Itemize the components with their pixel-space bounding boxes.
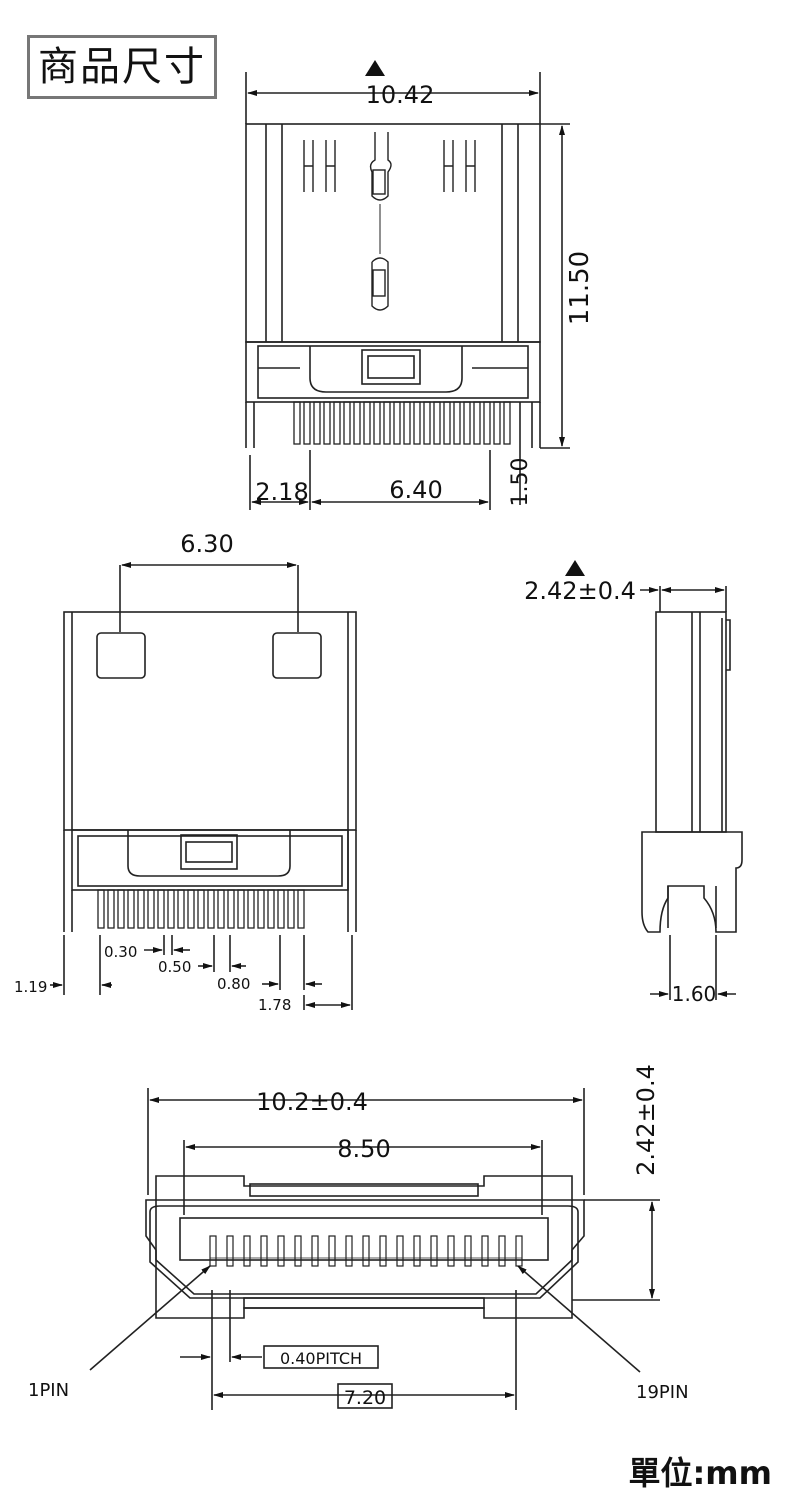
dim-height-label: 11.50 — [565, 251, 595, 325]
page-title: 商品尺寸 — [27, 35, 217, 99]
front-view — [50, 562, 357, 1010]
end-view — [89, 1088, 660, 1410]
dim-end-height-label: 2.42±0.4 — [632, 1064, 660, 1176]
pin1-label: 1PIN — [28, 1380, 69, 1401]
top-view — [245, 60, 570, 510]
dim-tail-label: 1.50 — [508, 458, 533, 507]
dim-119-label: 1.19 — [14, 978, 47, 996]
dim-080-label: 0.80 — [217, 975, 250, 993]
datum-triangle — [365, 60, 385, 76]
front-view-pins — [97, 889, 305, 929]
dim-pin-span-label: 6.40 — [389, 476, 442, 504]
dim-050-label: 0.50 — [158, 958, 191, 976]
unit-label: 單位:mm — [628, 1454, 773, 1492]
dim-inner-width-label: 8.50 — [337, 1135, 390, 1163]
dim-030-label: 0.30 — [104, 943, 137, 961]
dim-pin-span-end-label: 7.20 — [344, 1387, 386, 1409]
dim-outer-width-label: 10.2±0.4 — [256, 1088, 368, 1116]
top-view-pins — [293, 401, 511, 445]
dim-pin-offset-label: 2.18 — [255, 478, 308, 506]
dim-width-label: 10.42 — [366, 81, 435, 109]
dim-hole-span-label: 6.30 — [180, 530, 233, 558]
dim-thickness-label: 2.42±0.4 — [524, 577, 636, 605]
dim-pitch-label: 0.40PITCH — [280, 1349, 362, 1368]
side-view — [565, 560, 743, 1000]
dim-leg-gap-label: 1.60 — [672, 982, 717, 1006]
dim-178-label: 1.78 — [258, 996, 291, 1014]
end-view-contacts — [209, 1235, 523, 1267]
datum-triangle-side — [565, 560, 585, 576]
pin19-label: 19PIN — [636, 1382, 689, 1403]
